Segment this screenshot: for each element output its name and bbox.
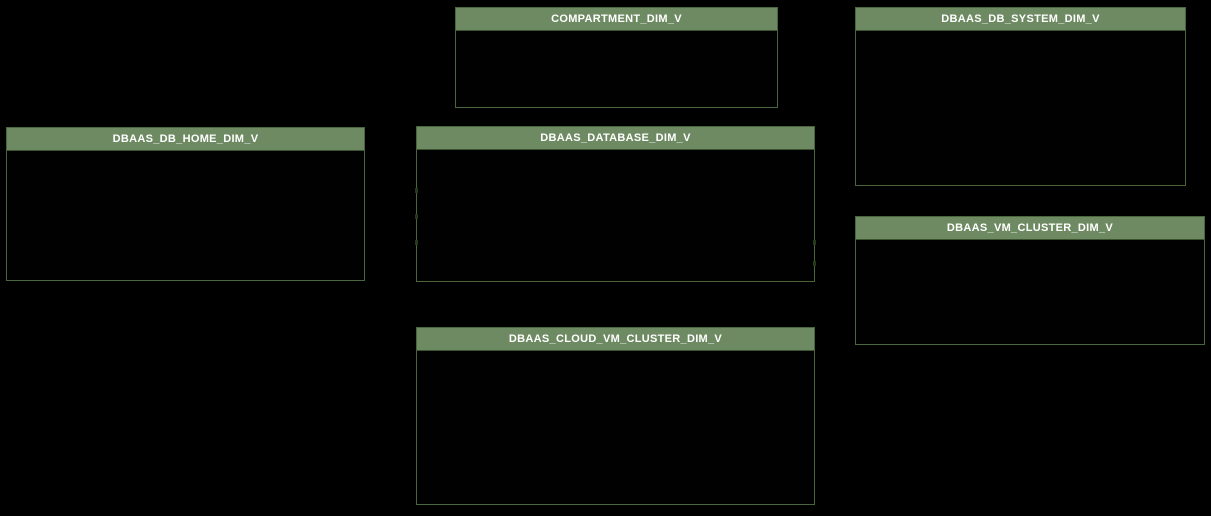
connector-anchor-tick <box>813 261 816 266</box>
entity-body <box>856 31 1185 185</box>
entity-body <box>7 151 364 280</box>
connector-anchor-tick <box>813 240 816 245</box>
entity-header[interactable]: DBAAS_DATABASE_DIM_V <box>417 127 814 150</box>
entity-header[interactable]: DBAAS_CLOUD_VM_CLUSTER_DIM_V <box>417 328 814 351</box>
entity-header[interactable]: COMPARTMENT_DIM_V <box>456 8 777 31</box>
entity-title: COMPARTMENT_DIM_V <box>551 13 682 25</box>
entity-title: DBAAS_CLOUD_VM_CLUSTER_DIM_V <box>508 333 723 345</box>
entity-header[interactable]: DBAAS_DB_HOME_DIM_V <box>7 128 364 151</box>
entity-box-dbaas_cloud_vm_cluster_dim_v[interactable]: DBAAS_CLOUD_VM_CLUSTER_DIM_V <box>416 327 815 505</box>
connector-anchor-tick <box>415 188 418 193</box>
entity-body <box>417 351 814 504</box>
entity-title: DBAAS_DB_HOME_DIM_V <box>112 133 259 145</box>
entity-title: DBAAS_DB_SYSTEM_DIM_V <box>941 13 1100 25</box>
entity-header[interactable]: DBAAS_VM_CLUSTER_DIM_V <box>856 217 1204 240</box>
entity-box-compartment_dim_v[interactable]: COMPARTMENT_DIM_V <box>455 7 778 108</box>
entity-title: DBAAS_VM_CLUSTER_DIM_V <box>946 222 1114 234</box>
entity-box-dbaas_database_dim_v[interactable]: DBAAS_DATABASE_DIM_V <box>416 126 815 282</box>
entity-body <box>856 240 1204 344</box>
entity-body <box>456 31 777 107</box>
entity-box-dbaas_vm_cluster_dim_v[interactable]: DBAAS_VM_CLUSTER_DIM_V <box>855 216 1205 345</box>
entity-box-dbaas_db_home_dim_v[interactable]: DBAAS_DB_HOME_DIM_V <box>6 127 365 281</box>
entity-body <box>417 150 814 281</box>
entity-title: DBAAS_DATABASE_DIM_V <box>540 132 691 144</box>
entity-header[interactable]: DBAAS_DB_SYSTEM_DIM_V <box>856 8 1185 31</box>
connector-anchor-tick <box>415 240 418 245</box>
entity-box-dbaas_db_system_dim_v[interactable]: DBAAS_DB_SYSTEM_DIM_V <box>855 7 1186 186</box>
connector-anchor-tick <box>415 214 418 219</box>
